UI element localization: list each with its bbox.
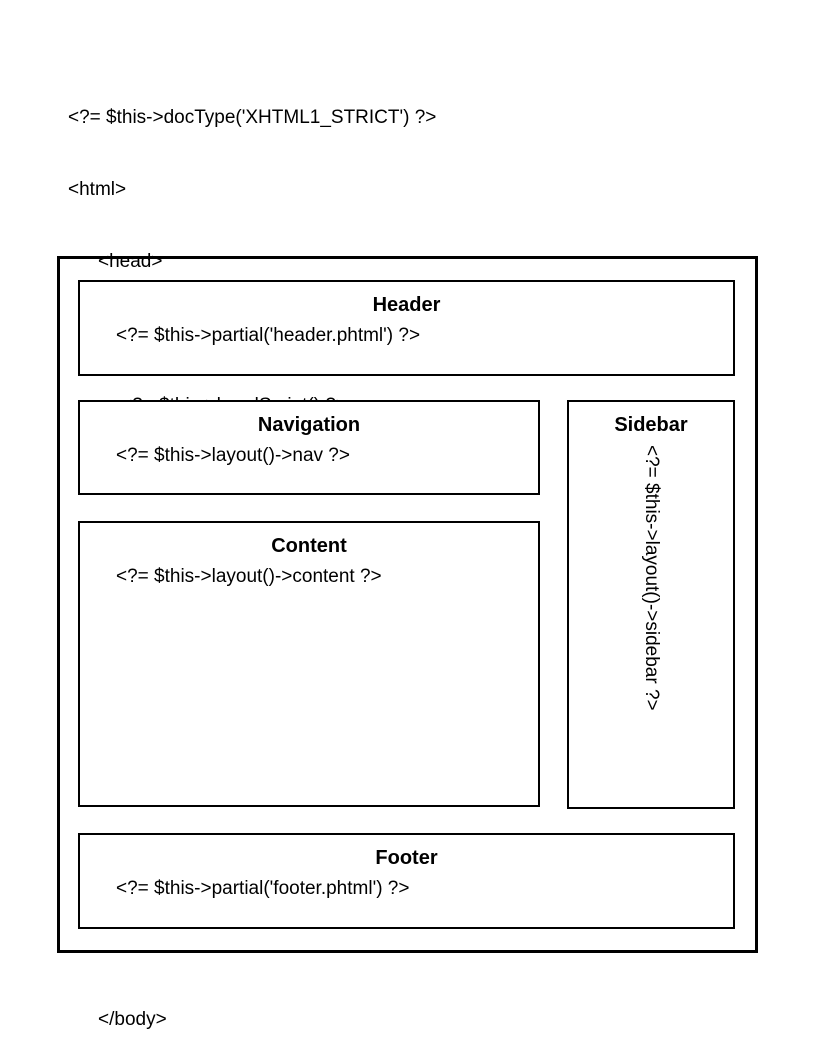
php-code-block-bottom: </body> </html> bbox=[68, 960, 167, 1056]
header-region-title: Header bbox=[372, 294, 441, 316]
header-region-code: <?= $this->partial('header.phtml') ?> bbox=[116, 325, 421, 346]
header-region-box: Header <?= $this->partial('header.phtml'… bbox=[78, 280, 735, 376]
code-line-doctype: <?= $this->docType('XHTML1_STRICT') ?> bbox=[68, 107, 437, 128]
footer-region-box: Footer <?= $this->partial('footer.phtml'… bbox=[78, 833, 735, 929]
sidebar-region-title: Sidebar bbox=[614, 414, 688, 436]
code-line-html-open: <html> bbox=[68, 179, 127, 200]
code-line-body-close: </body> bbox=[98, 1009, 167, 1030]
content-region-box: Content <?= $this->layout()->content ?> bbox=[78, 521, 540, 807]
body-layout-container: Header <?= $this->partial('header.phtml'… bbox=[57, 256, 758, 953]
sidebar-region-code: <?= $this->layout()->sidebar ?> bbox=[641, 445, 662, 711]
content-region-code: <?= $this->layout()->content ?> bbox=[116, 566, 382, 587]
content-region-title: Content bbox=[271, 535, 347, 557]
navigation-region-box: Navigation <?= $this->layout()->nav ?> bbox=[78, 400, 540, 495]
navigation-region-title: Navigation bbox=[257, 414, 361, 436]
footer-region-title: Footer bbox=[375, 847, 438, 869]
footer-region-code: <?= $this->partial('footer.phtml') ?> bbox=[116, 878, 410, 899]
sidebar-region-box: Sidebar <?= $this->layout()->sidebar ?> bbox=[567, 400, 735, 809]
navigation-region-code: <?= $this->layout()->nav ?> bbox=[116, 445, 350, 466]
